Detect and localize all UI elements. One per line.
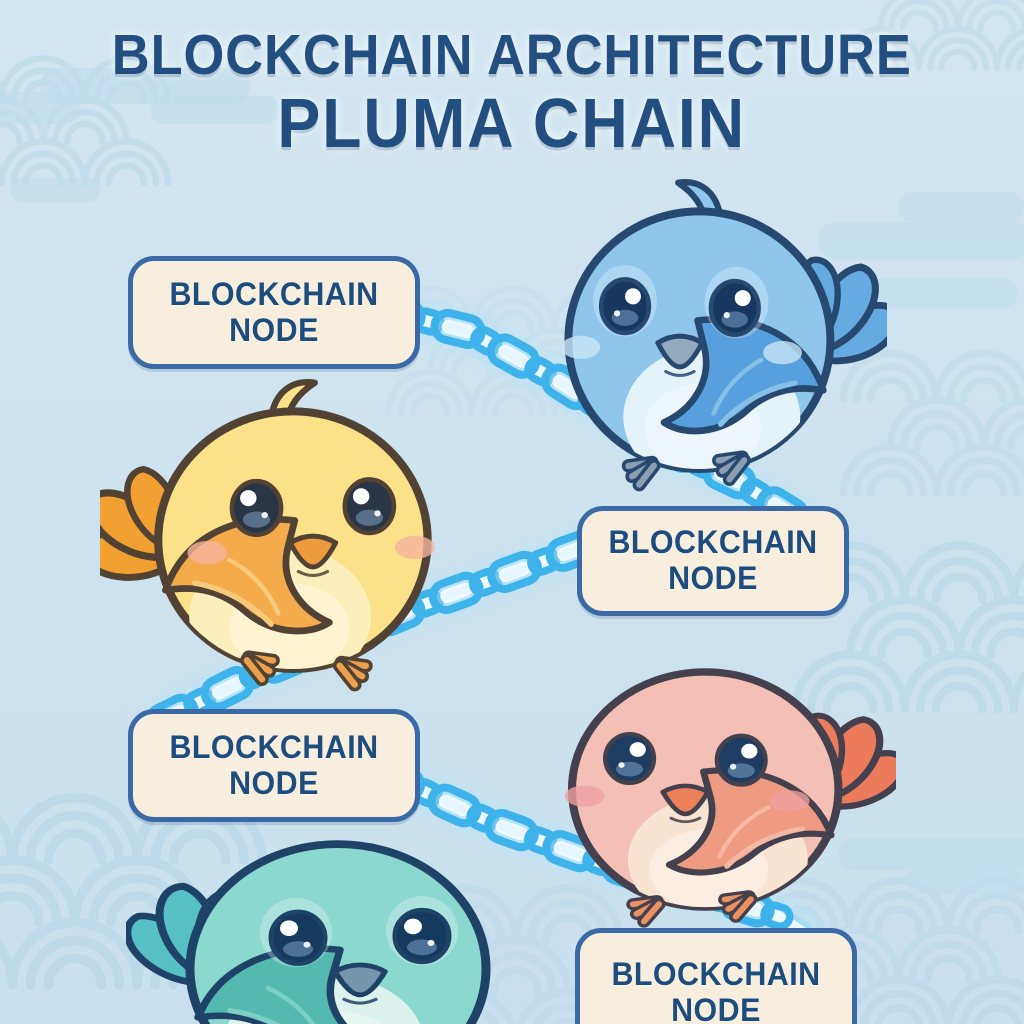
eye [342,477,397,536]
beak [660,783,711,824]
blush [564,785,605,807]
eye [708,278,761,338]
foot [626,895,666,928]
beak [332,962,388,1005]
foot [621,455,661,492]
blockchain-node-box-4: BLOCKCHAIN NODE [575,928,857,1024]
foot [332,655,373,692]
blush [561,335,601,359]
node-label: BLOCKCHAIN NODE [608,524,818,596]
blockchain-node-box-1: BLOCKCHAIN NODE [128,256,420,369]
teal-bird-illustration [126,806,526,1024]
title-line-2: PLUMA CHAIN [277,84,747,163]
beak [287,533,339,578]
cloud-shape [0,92,80,124]
cloud-shape [898,192,1024,222]
node-label: BLOCKCHAIN NODE [611,956,821,1024]
eye [714,733,768,787]
blue-bird-illustration [533,172,887,494]
blush [770,790,810,812]
beak [655,333,705,378]
cloud-shape [818,222,1024,260]
blush [187,541,228,565]
blockchain-node-box-3: BLOCKCHAIN NODE [128,709,420,822]
cloud-shape [838,838,1024,870]
foot [240,650,280,687]
cloud-shape [906,868,1024,894]
wing [194,945,348,1024]
node-label: BLOCKCHAIN NODE [169,275,379,348]
foot [712,450,751,487]
cloud-shape [150,96,280,124]
node-label: BLOCKCHAIN NODE [169,728,379,801]
pink-bird-illustration [536,636,896,930]
page-title: BLOCKCHAIN ARCHITECTURE PLUMA CHAIN [0,26,1024,160]
eye [268,909,328,966]
cloud-shape [40,68,250,104]
foot [718,890,758,923]
eye [598,277,652,336]
cloud-shape [868,278,1018,308]
yellow-bird-illustration [100,372,464,694]
blush [763,341,803,365]
eye [229,478,284,538]
wave-cluster [838,0,1024,71]
blockchain-node-box-2: BLOCKCHAIN NODE [577,506,849,616]
cloud-shape [10,178,100,202]
eye [392,907,452,965]
title-line-1: BLOCKCHAIN ARCHITECTURE [112,23,912,87]
blush [394,535,435,559]
eye [603,731,657,786]
wave-cluster [839,349,1024,498]
